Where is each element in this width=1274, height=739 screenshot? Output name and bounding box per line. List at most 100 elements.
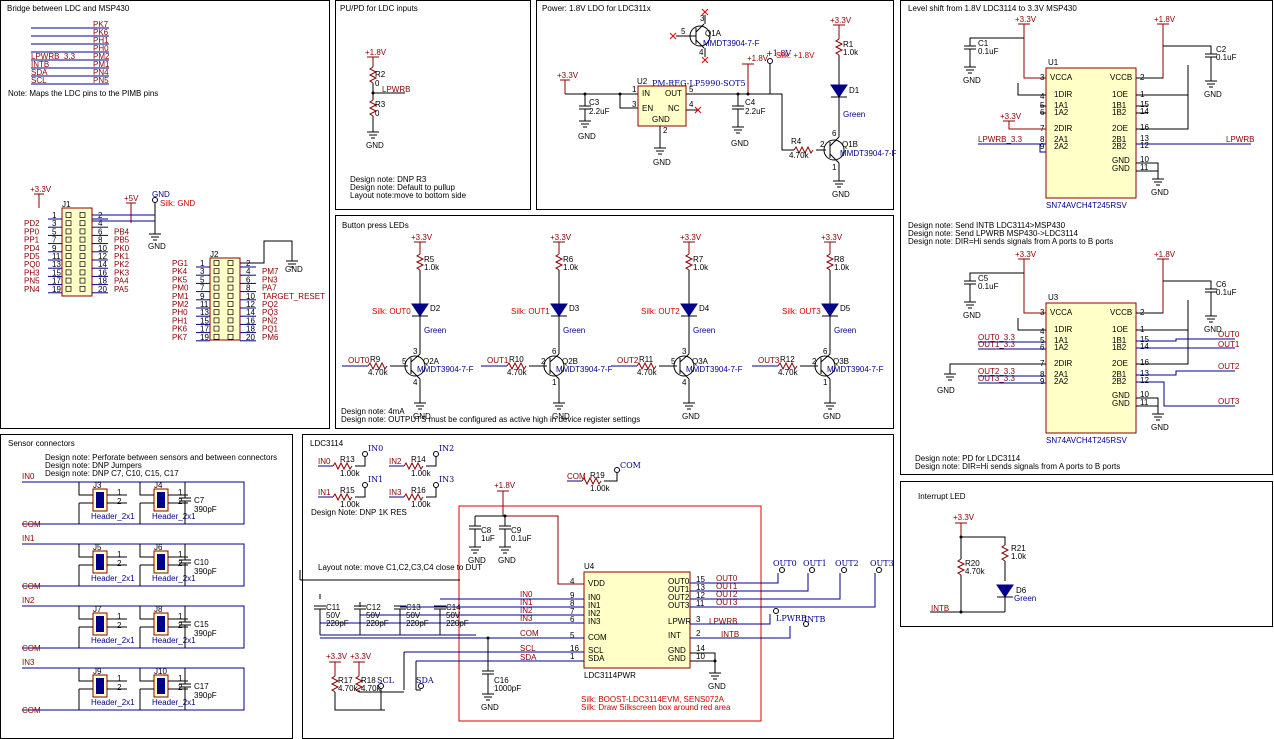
c9-ref: C9	[511, 526, 522, 535]
pupd-power: +1.8V	[365, 48, 387, 57]
shifter-pin-num: 13	[1140, 134, 1149, 143]
shifter-pin-left: 1DIR	[1054, 90, 1072, 99]
sensor-jack-ref: J4	[154, 481, 163, 490]
led-q-part: MMDT3904-7-F	[827, 365, 884, 374]
r20-value: 4.70k	[965, 567, 986, 576]
j1-net-right: PK0	[114, 244, 130, 253]
j2-net-right: PN2	[262, 316, 278, 325]
j1-net-left: PQ0	[24, 260, 41, 269]
bridge-net-right: PK7	[93, 20, 109, 29]
tune-cap-volt: 50V	[326, 611, 341, 620]
led-rb-ref: R10	[509, 355, 524, 364]
led-rb-ref: R11	[639, 355, 654, 364]
ls-note-2: Design note: Send LPWRB MSP430->LDC3114	[908, 229, 1078, 238]
c9-value: 0.1uF	[511, 534, 532, 543]
r4-value: 4.70k	[789, 151, 810, 160]
j2-pin-left: 9	[200, 292, 205, 301]
shifter-p33: +3.3V	[1015, 15, 1037, 24]
shifter-pin-left: 1A2	[1054, 108, 1069, 117]
tp-1v8: +1.8V	[766, 49, 791, 58]
j1-pin-left: 7	[52, 236, 57, 245]
led-r-value: 1.0k	[563, 263, 579, 272]
led-q-part: MMDT3904-7-F	[556, 365, 613, 374]
u4-net-left: IN3	[520, 614, 533, 623]
shifter-pin-num: 10	[1140, 155, 1149, 164]
bridge-net-left: INTB	[31, 60, 49, 69]
led-q-ref: Q2B	[562, 357, 578, 366]
r18-value: 4.70k	[361, 684, 382, 693]
u4-net-out: OUT2	[716, 590, 738, 599]
j2-net-left: PK5	[172, 275, 188, 284]
cap-value: 0.1uF	[1216, 53, 1237, 62]
u2-pin-out: OUT	[665, 89, 682, 98]
u4-net-sda: SDA	[520, 653, 537, 662]
u4-pin-name-right: LPWR	[668, 617, 691, 626]
u4-pin-num-left: 16	[570, 644, 579, 653]
q1a-pin-b: 5	[681, 27, 686, 36]
led-net: OUT0	[348, 356, 370, 365]
u4-net-lpwrb: LPWRB	[709, 617, 737, 626]
q1b-ref: Q1B	[842, 140, 858, 149]
shifter-pin-right: 1B2	[1112, 108, 1127, 117]
j1-net-left: PP1	[24, 236, 40, 245]
sensor-title: Sensor connectors	[8, 439, 75, 448]
shifter-net-left: OUT0_3.3	[978, 333, 1015, 342]
pupd-gnd: GND	[366, 141, 384, 150]
sensor-jack-part: Header_2x1	[152, 512, 196, 521]
sensor-cap-ref: C7	[194, 496, 205, 505]
ldo-vin: +3.3V	[557, 71, 579, 80]
led-rb-value: 4.70k	[368, 368, 389, 377]
silk-red-area	[458, 505, 762, 722]
q1a-ref: Q1A	[705, 29, 722, 38]
u2-pin-en: EN	[642, 104, 653, 113]
sensor-jack-pin: 1	[117, 488, 122, 497]
shifter-pin-num: 4	[1040, 92, 1045, 101]
u4-pin-name-right: OUT2	[668, 593, 690, 602]
shifter-pin-left: 2DIR	[1054, 124, 1072, 133]
ldc-com-r-value: 1.00k	[590, 484, 611, 493]
gnd-label: GND	[1204, 325, 1222, 334]
d6-led	[996, 584, 1014, 598]
ldc-in-tp: IN1	[368, 475, 383, 484]
sensor-cap-value: 390pF	[194, 691, 217, 700]
c4-ref: C4	[745, 98, 756, 107]
interrupt-panel: Interrupt LED +3.3V R20 4.70k R21 1.0k D…	[918, 492, 1036, 614]
shifter-vcca: VCCA	[1050, 308, 1073, 317]
shifter-pin-num: 12	[1140, 376, 1149, 385]
shifter-pin-right: 1B1	[1112, 336, 1127, 345]
led-power: +3.3V	[821, 233, 843, 242]
j2-net-left: PM1	[172, 292, 189, 301]
u4-pin-name-left: IN0	[588, 593, 601, 602]
d6-ref: D6	[1016, 586, 1027, 595]
pupd-panel: PU/PD for LDC inputs +1.8V R2 0 LPWRB R3…	[340, 4, 467, 200]
u4-pin-num-left: 1	[570, 652, 575, 661]
gnd-label: GND	[1151, 423, 1169, 432]
shifter-p33: +3.3V	[1015, 250, 1037, 259]
panel-interrupt-border	[900, 481, 1273, 627]
shifter-pin-num: 14	[1140, 107, 1149, 116]
led-q-pin: 2	[812, 357, 817, 366]
j1-pin-left: 9	[52, 244, 57, 253]
cap-ref: C5	[978, 274, 989, 283]
u4-pin-num-right: 3	[696, 615, 701, 624]
led-rb-ref: R12	[780, 355, 795, 364]
bridge-net-left: SDA	[31, 68, 48, 77]
sensor-net: IN2	[22, 596, 35, 605]
shifter-net-right: LPWRB	[1226, 135, 1254, 144]
ls-note-3: Design note: DIR=Hi sends signals from A…	[908, 237, 1113, 246]
shifter-pin-right: 1B2	[1112, 343, 1127, 352]
ls-note-5: Design note: DIR=Hi sends signals from A…	[915, 462, 1120, 471]
j2-gnd-label: GND	[285, 265, 303, 274]
d1-led	[830, 84, 848, 98]
j1-pin-left: 11	[52, 252, 61, 261]
r2-value: 0	[375, 79, 380, 88]
leds-note-2: Design note: OUTPUTS must be configured …	[341, 415, 640, 424]
r21-ref: R21	[1011, 544, 1026, 553]
sensor-jack-pin: 1	[117, 674, 122, 683]
sensor-cap-ref: C17	[194, 682, 209, 691]
j1-net-left: PD2	[24, 219, 40, 228]
shifter-pin-num: 15	[1140, 335, 1149, 344]
u4-pin-name-left: VDD	[588, 579, 605, 588]
j2-pin-left: 17	[200, 325, 209, 334]
sensor-note-1: Design note: Perforate between sensors a…	[45, 453, 277, 462]
